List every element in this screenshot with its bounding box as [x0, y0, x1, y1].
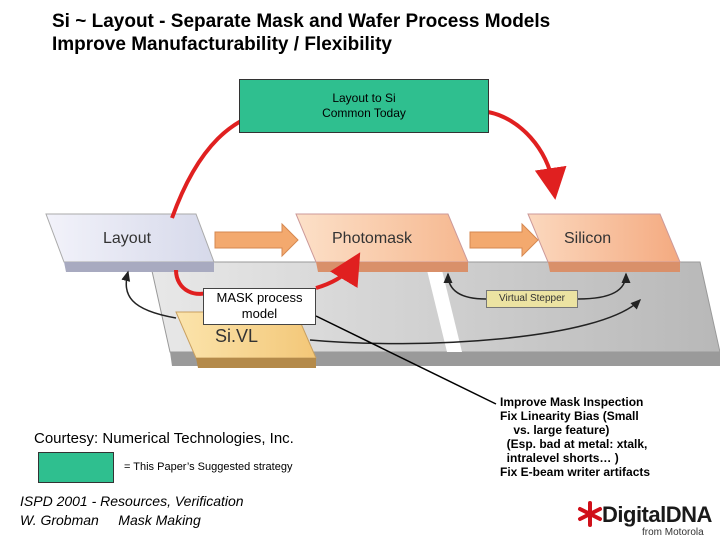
improvement-notes: Improve Mask Inspection Fix Linearity Bi…	[500, 395, 650, 479]
legend-swatch	[38, 452, 114, 483]
layout-to-si-box: Layout to Si Common Today	[239, 79, 489, 133]
title-line-1: Si ~ Layout - Separate Mask and Wafer Pr…	[52, 11, 551, 32]
pointer-line	[315, 315, 497, 405]
virtual-stepper-box: Virtual Stepper	[486, 290, 578, 308]
asterisk-icon	[578, 501, 602, 527]
mask-model-line1: MASK process	[216, 290, 303, 305]
footer-line1: ISPD 2001 - Resources, Verification	[20, 493, 244, 509]
footer-text: ISPD 2001 - Resources, Verification W. G…	[20, 492, 244, 530]
title-line-2: Improve Manufacturability / Flexibility	[52, 34, 392, 55]
mask-model-line2: model	[241, 306, 278, 321]
legend-text: = This Paper’s Suggested strategy	[124, 461, 293, 473]
sivl-label: Si.VL	[215, 326, 259, 346]
photomask-label: Photomask	[332, 230, 413, 247]
improvement-line: (Esp. bad at metal: xtalk,	[500, 437, 648, 451]
logo-graphic	[578, 501, 602, 527]
layout-label: Layout	[103, 230, 152, 247]
improvement-line: Fix Linearity Bias (Small	[500, 409, 639, 423]
red-arc-mask-out	[315, 252, 361, 290]
improvement-line: intralevel shorts… )	[500, 451, 619, 465]
digitaldna-logo: DigitalDNA from Motorola	[576, 498, 716, 540]
layout-to-si-line2: Common Today	[322, 106, 406, 120]
silicon-label: Silicon	[564, 230, 612, 247]
mask-process-model-box: MASK process model	[203, 288, 316, 325]
stage-tiles	[45, 213, 681, 272]
improvement-line: Improve Mask Inspection	[500, 395, 644, 409]
courtesy-text: Courtesy: Numerical Technologies, Inc.	[34, 430, 294, 447]
layout-to-si-line1: Layout to Si	[332, 91, 396, 105]
footer-line2: W. Grobman Mask Making	[20, 512, 201, 528]
red-arc-right	[487, 110, 567, 200]
improvement-line: vs. large feature)	[500, 423, 610, 437]
logo-text: DigitalDNA	[602, 502, 712, 527]
improvement-line: Fix E-beam writer artifacts	[500, 465, 651, 479]
logo-subtext: from Motorola	[642, 527, 704, 538]
feedback-arrows	[121, 270, 642, 345]
flow-arrows	[214, 222, 539, 258]
slide-title: Si ~ Layout - Separate Mask and Wafer Pr…	[52, 10, 550, 56]
